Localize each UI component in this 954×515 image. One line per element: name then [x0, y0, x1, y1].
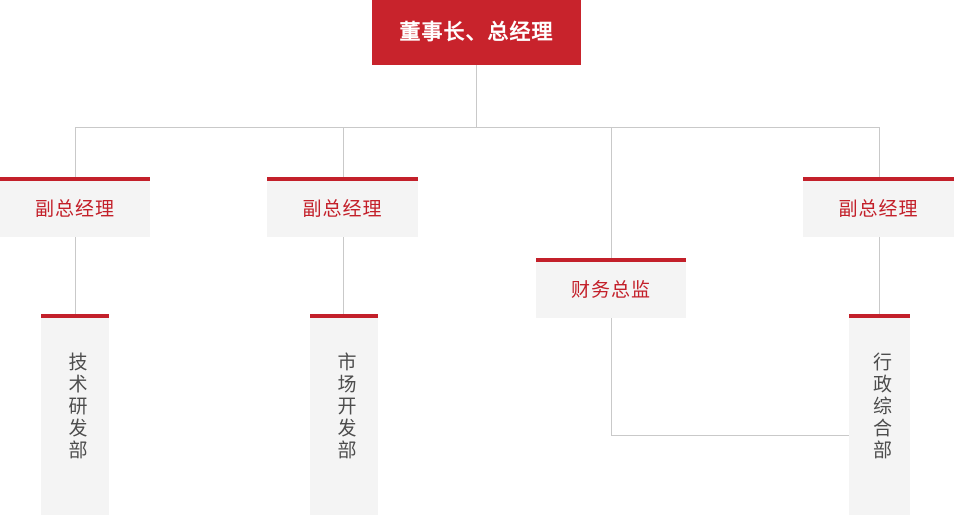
connector-finance-drop [611, 318, 612, 435]
node-chairman-general-manager-label: 董事长、总经理 [399, 21, 554, 44]
node-department-administration[interactable]: 行政综合部 [849, 314, 910, 515]
node-deputy-general-manager-1[interactable]: 副总经理 [0, 177, 150, 237]
connector-officer-1-to-dept-1 [75, 237, 76, 314]
connector-officer-3-to-dept-3 [879, 237, 880, 314]
connector-officer-2-to-dept-2 [343, 237, 344, 314]
node-deputy-general-manager-3-label: 副总经理 [838, 198, 919, 220]
node-deputy-general-manager-3[interactable]: 副总经理 [803, 177, 954, 237]
node-department-market-development-label: 市场开发部 [334, 352, 356, 462]
node-deputy-general-manager-2[interactable]: 副总经理 [267, 177, 418, 237]
node-chairman-general-manager[interactable]: 董事长、总经理 [372, 0, 581, 65]
node-deputy-general-manager-1-label: 副总经理 [34, 198, 115, 220]
node-department-market-development[interactable]: 市场开发部 [310, 314, 378, 515]
node-department-rnd-label: 技术研发部 [65, 352, 87, 462]
connector-bus-to-officer-1 [75, 127, 76, 177]
node-finance-director[interactable]: 财务总监 [536, 258, 686, 318]
connector-bus-to-officer-2 [343, 127, 344, 177]
connector-bus-to-officer-3 [879, 127, 880, 177]
node-finance-director-label: 财务总监 [570, 279, 651, 301]
connector-finance-to-admin-dept [611, 435, 850, 436]
connector-bus-to-finance [611, 127, 612, 258]
node-department-rnd[interactable]: 技术研发部 [41, 314, 109, 515]
node-department-administration-label: 行政综合部 [869, 352, 891, 462]
connector-top-to-bus [476, 65, 477, 127]
node-deputy-general-manager-2-label: 副总经理 [302, 198, 383, 220]
connector-horizontal-bus [75, 127, 880, 128]
